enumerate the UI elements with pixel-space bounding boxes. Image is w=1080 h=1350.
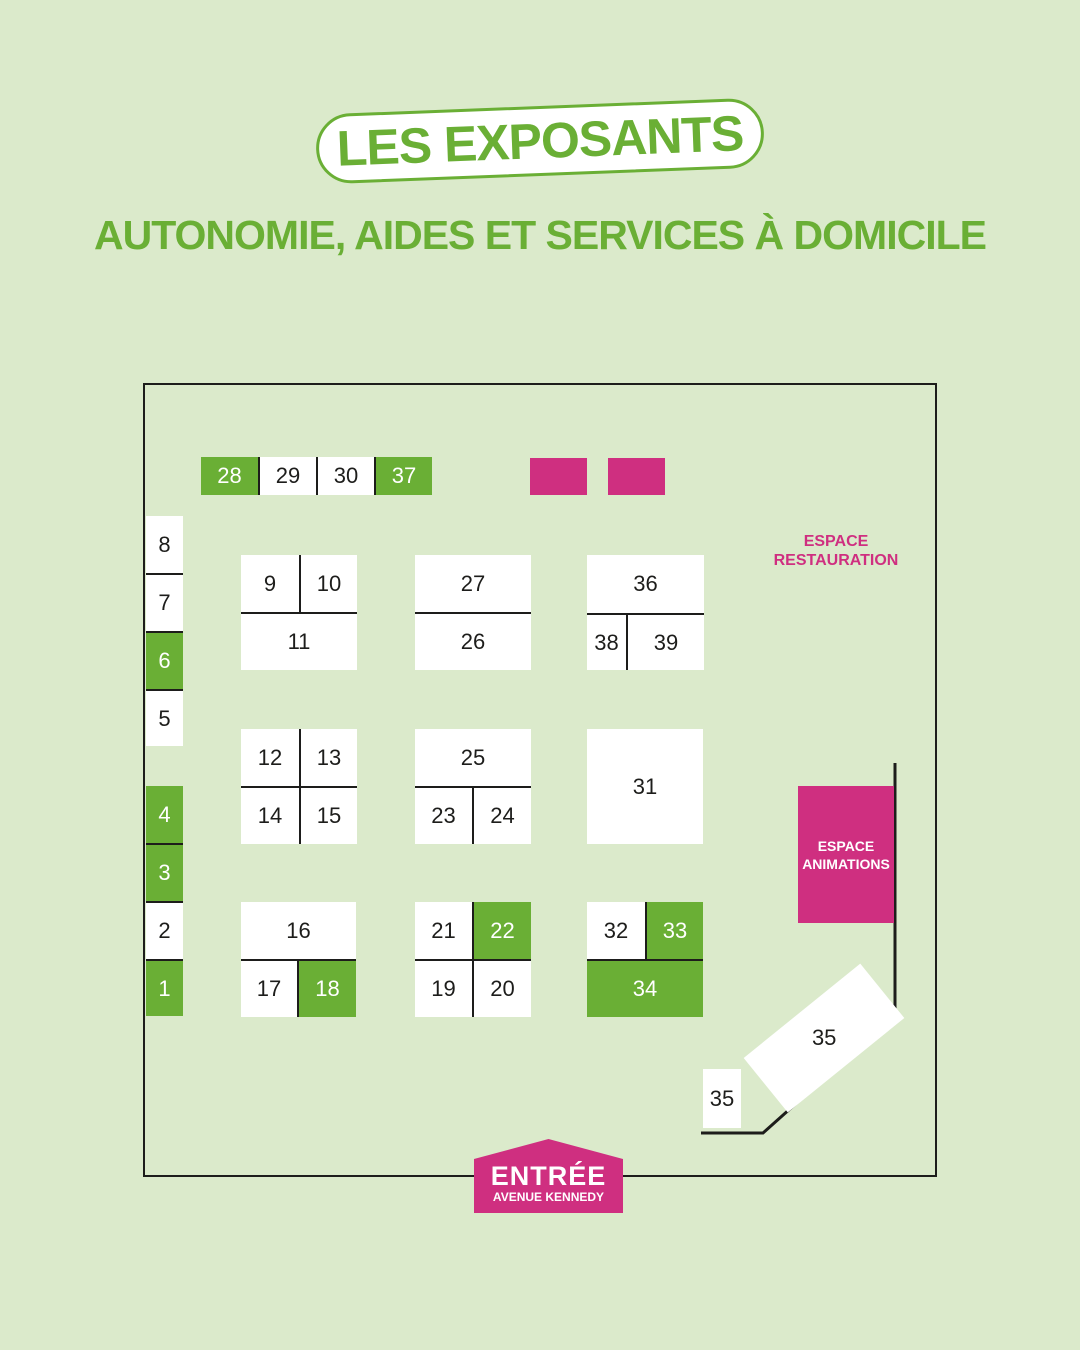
booth-21[interactable]: 21: [415, 902, 472, 959]
booth-number: 28: [217, 463, 242, 488]
booth-number: 38: [594, 629, 619, 655]
reserved-space: [530, 458, 587, 495]
reserved-space: [608, 458, 665, 495]
booth-number: 39: [653, 629, 679, 655]
booth-23[interactable]: 23: [415, 786, 472, 844]
booth-number: 35: [811, 1025, 837, 1051]
booth-number: 14: [257, 803, 283, 828]
booth-number: 18: [315, 976, 340, 1001]
booth-number: 31: [632, 773, 658, 799]
booth-14[interactable]: 14: [241, 786, 299, 844]
booth-12[interactable]: 12: [241, 729, 299, 786]
booth-number: 1: [158, 975, 171, 1001]
booth-6[interactable]: 6: [146, 631, 183, 689]
booth-39[interactable]: 39: [626, 613, 704, 670]
booth-number: 17: [256, 976, 282, 1001]
zone-restauration-label: ESPACE RESTAURATION: [773, 533, 899, 569]
booth-number: 5: [158, 705, 171, 731]
booth-number: 36: [633, 571, 658, 596]
booth-number: 23: [431, 803, 456, 828]
booth-number: 37: [391, 463, 417, 488]
booth-20[interactable]: 20: [472, 959, 531, 1017]
booth-11[interactable]: 11: [241, 612, 357, 670]
booth-number: 21: [431, 917, 456, 943]
booth-33[interactable]: 33: [645, 902, 703, 959]
booth-number: 9: [263, 570, 277, 596]
booth-number: 35: [709, 1085, 735, 1111]
booth-number: 10: [316, 570, 342, 596]
booth-26[interactable]: 26: [415, 612, 531, 670]
booth-number: 7: [158, 590, 171, 615]
booth-number: 15: [316, 803, 342, 828]
booth-number: 2: [158, 918, 171, 943]
booth-number: 32: [603, 917, 629, 943]
booth-29[interactable]: 29: [258, 457, 316, 495]
entrance: ENTRÉE AVENUE KENNEDY: [474, 1139, 623, 1213]
booth-2[interactable]: 2: [146, 901, 183, 959]
booth-15[interactable]: 15: [299, 786, 357, 844]
booth-28[interactable]: 28: [201, 457, 258, 495]
booth-36[interactable]: 36: [587, 555, 704, 613]
booth-number: 29: [275, 463, 301, 488]
booth-3[interactable]: 3: [146, 843, 183, 901]
booth-number: 4: [158, 801, 171, 827]
booth-10[interactable]: 10: [299, 555, 357, 612]
booth-34[interactable]: 34: [587, 959, 703, 1017]
booth-32[interactable]: 32: [587, 902, 645, 959]
booth-number: 24: [490, 803, 515, 828]
booth-number: 3: [158, 860, 171, 885]
booth-number: 34: [632, 976, 658, 1001]
subtitle: AUTONOMIE, AIDES ET SERVICES À DOMICILE: [94, 212, 987, 258]
booth-19[interactable]: 19: [415, 959, 472, 1017]
booth-18[interactable]: 18: [297, 959, 356, 1017]
entrance-shape: [474, 1139, 623, 1213]
booth-number: 27: [460, 570, 486, 596]
booth-25[interactable]: 25: [415, 729, 531, 786]
booth-5[interactable]: 5: [146, 689, 183, 746]
booth-number: 30: [333, 463, 359, 488]
booth-24[interactable]: 24: [472, 786, 531, 844]
booth-number: 25: [460, 744, 486, 770]
booth-7[interactable]: 7: [146, 573, 183, 631]
booth-31[interactable]: 31: [587, 729, 703, 844]
booth-30[interactable]: 30: [316, 457, 374, 495]
booth-9[interactable]: 9: [241, 555, 299, 612]
entrance-label: ENTRÉE: [490, 1161, 607, 1191]
booth-16[interactable]: 16: [241, 902, 356, 959]
booth-number: 16: [286, 917, 311, 943]
zone-animations: ESPACE ANIMATIONS: [798, 786, 894, 923]
booth-number: 33: [662, 917, 688, 943]
booth-number: 12: [257, 744, 283, 770]
booth-4[interactable]: 4: [146, 786, 183, 843]
booth-number: 11: [287, 629, 311, 654]
booth-number: 20: [490, 976, 515, 1001]
booth-number: 8: [158, 531, 171, 557]
booth-17[interactable]: 17: [241, 959, 297, 1017]
booth-number: 26: [460, 629, 486, 654]
booth-1[interactable]: 1: [146, 959, 183, 1016]
booth-27[interactable]: 27: [415, 555, 531, 612]
booth-number: 6: [158, 648, 171, 673]
booth-38[interactable]: 38: [587, 613, 626, 670]
booth-8[interactable]: 8: [146, 516, 183, 573]
booth-13[interactable]: 13: [299, 729, 357, 786]
booth-22[interactable]: 22: [472, 902, 531, 959]
booth-number: 19: [431, 976, 456, 1001]
booth-35b[interactable]: 35: [703, 1069, 741, 1128]
booth-37[interactable]: 37: [374, 457, 432, 495]
booth-number: 22: [490, 917, 515, 943]
entrance-street: AVENUE KENNEDY: [492, 1190, 605, 1204]
booth-number: 13: [316, 744, 342, 770]
